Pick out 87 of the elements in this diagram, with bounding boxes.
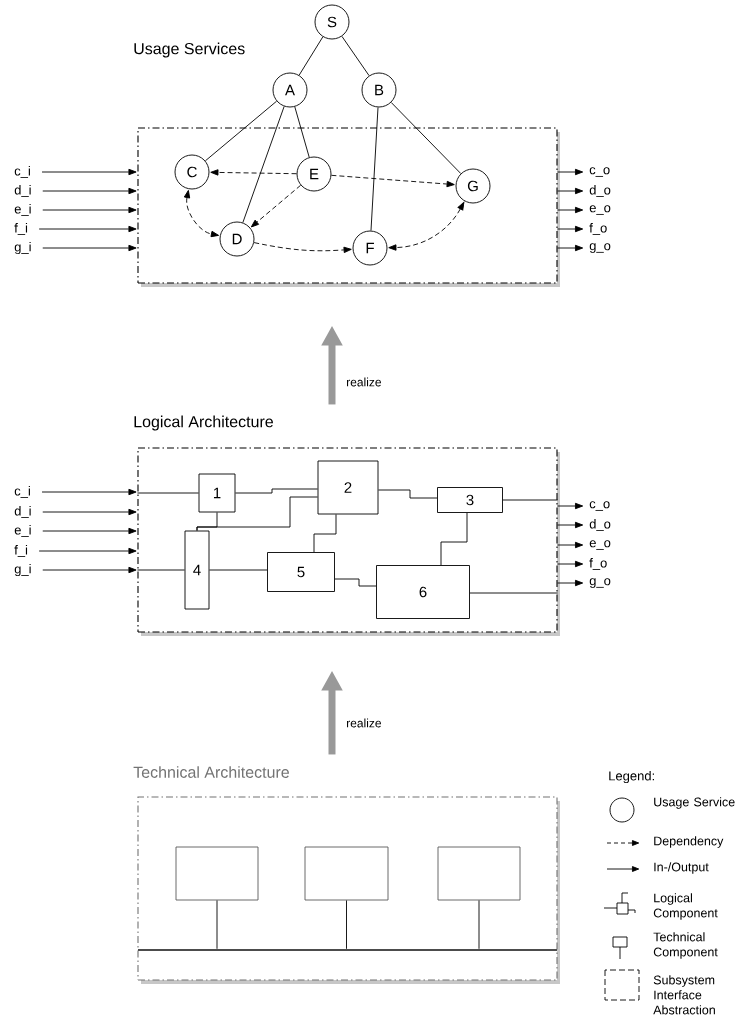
legend-text: Subsystem Interface Abstraction [653, 975, 715, 1015]
port-label: d_o [589, 185, 611, 197]
port-label: f_o [589, 558, 607, 570]
connector-line [334, 578, 377, 587]
connector-line [242, 106, 285, 223]
port-label: c_i [14, 486, 30, 498]
port-label: c_i [14, 166, 30, 178]
connector-line [216, 900, 218, 950]
legend-title: Legend: [609, 770, 654, 784]
arrow [557, 541, 584, 549]
arrow [42, 508, 137, 516]
legend-text: Logical Component [653, 893, 718, 920]
dependency-arrow [330, 174, 455, 188]
port-label: e_i [14, 204, 31, 216]
dependency-arrow [183, 190, 220, 238]
arrow [557, 244, 584, 252]
dependency-arrow [388, 202, 465, 251]
arrow [38, 225, 137, 233]
legend-text: Technical Component [653, 932, 718, 959]
dependency-arrow [250, 184, 302, 228]
legend-text: Usage Service [654, 797, 735, 809]
dependency-arrow [253, 242, 352, 254]
connector-line [440, 512, 468, 566]
connector-line [235, 488, 318, 494]
port-label: g_i [14, 563, 31, 577]
edge-label: realize [345, 717, 383, 729]
arrow [41, 488, 137, 496]
arrow [557, 521, 584, 529]
connector-line [346, 900, 347, 950]
component-box: 2 [317, 460, 379, 515]
component-box: 6 [376, 565, 470, 619]
arrow [557, 560, 584, 568]
arrow [42, 187, 137, 195]
port-label: f_i [14, 223, 28, 235]
port-label: d_i [14, 506, 31, 518]
component-box [304, 846, 389, 901]
section-heading: Usage Services [134, 42, 245, 58]
arrow [42, 206, 137, 214]
connector-line [341, 35, 370, 77]
connector-line [313, 514, 337, 553]
dependency-arrow [210, 169, 297, 176]
connector-line [209, 569, 268, 571]
component-box: 5 [267, 552, 335, 592]
connector-line [294, 106, 310, 158]
port-label: f_o [589, 223, 607, 235]
connector-line [204, 100, 278, 162]
component-box: 1 [198, 473, 236, 513]
arrow [41, 168, 137, 176]
arrow [42, 527, 137, 535]
port-label: e_o [589, 540, 611, 550]
port-label: e_i [14, 525, 31, 537]
port-label: g_o [589, 243, 611, 253]
arrow [557, 502, 584, 510]
connector-line [502, 499, 558, 501]
component-box [437, 846, 521, 901]
port-label: d_i [14, 185, 31, 197]
legend-text: Dependency [654, 836, 724, 848]
connector-line [378, 489, 438, 499]
connector-line [298, 36, 324, 76]
connector-line [196, 496, 318, 531]
port-label: f_i [14, 545, 28, 557]
port-label: c_o [589, 167, 610, 177]
connector-line [137, 569, 185, 571]
port-label: d_o [589, 519, 611, 531]
arrow [557, 206, 584, 214]
arrow [557, 187, 584, 195]
component-box [175, 846, 259, 901]
legend-text: In-/Output [654, 862, 709, 874]
port-label: e_o [589, 205, 611, 215]
edge-label: realize [345, 376, 383, 388]
arrow [557, 168, 584, 176]
arrow [42, 244, 137, 252]
connector-line [137, 492, 199, 494]
arrow [557, 579, 584, 587]
connector-line [469, 592, 558, 594]
port-label: g_i [14, 241, 31, 255]
arrow [38, 547, 137, 555]
arrow [42, 566, 137, 574]
connector-line [478, 900, 480, 950]
port-label: g_o [589, 578, 611, 588]
bus-line [138, 949, 557, 951]
connector-line [370, 106, 379, 232]
component-box: 3 [437, 487, 503, 513]
connector-line [390, 102, 462, 174]
arrow [557, 225, 584, 233]
component-box: 4 [184, 530, 210, 610]
port-label: c_o [589, 501, 610, 511]
